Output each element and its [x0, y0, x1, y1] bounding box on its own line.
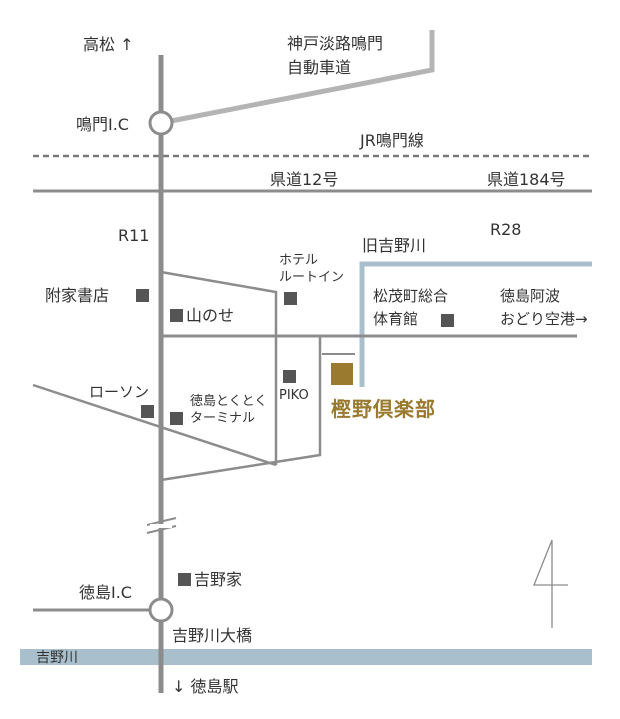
- tokutoku-terminal-marker: [170, 412, 183, 425]
- naruto-ic-marker: [148, 110, 174, 136]
- road-break-mark: [146, 517, 177, 526]
- jr-line-label: JR鳴門線: [360, 131, 424, 150]
- local-road-lower: [160, 336, 322, 482]
- route-11-label: R11: [118, 226, 150, 245]
- airport-label-line2: おどり空港→: [500, 310, 588, 328]
- piko-marker: [283, 370, 296, 383]
- lawson-marker: [141, 405, 154, 418]
- yoshino-river-label: 吉野川: [36, 650, 78, 666]
- airport-label-line1: 徳島阿波: [500, 287, 561, 305]
- matsushige-gym-label-line2: 体育館: [373, 310, 419, 328]
- diagonal-road: [32, 383, 277, 467]
- yoshino-river-bridge-label: 吉野川大橋: [172, 626, 253, 645]
- north-arrow-icon: [533, 539, 568, 628]
- naruto-ic-label: 鳴門I.C: [76, 115, 129, 134]
- piko-label: PIKO: [279, 388, 309, 403]
- yoshinoya-marker: [178, 573, 191, 586]
- tokushima-ic-marker: [148, 597, 174, 623]
- expressway-line: [160, 30, 435, 126]
- matsushige-gym-marker: [441, 314, 454, 327]
- tokutoku-terminal-label-line2: ターミナル: [190, 411, 256, 426]
- expressway-label-line1: 神戸淡路鳴門: [287, 34, 384, 53]
- pref-road-184-label: 県道184号: [487, 170, 566, 189]
- takamatsu-label: 高松 ↑: [83, 35, 134, 54]
- matsushige-gym-label-line1: 松茂町総合: [373, 287, 449, 305]
- hotel-route-inn-marker: [284, 292, 297, 305]
- old-yoshino-river: [359, 261, 592, 387]
- lawson-label: ローソン: [89, 383, 150, 401]
- tokutoku-terminal-label-line1: 徳島とくとく: [190, 394, 268, 409]
- route-28-label: R28: [490, 220, 522, 239]
- destination-label: 樫野倶楽部: [331, 397, 436, 421]
- fuke-bookstore-marker: [136, 289, 149, 302]
- tokushima-ic-label: 徳島I.C: [79, 583, 132, 602]
- yamanose-label: 山のせ: [186, 306, 235, 325]
- hotel-route-inn-label-line2: ルートイン: [279, 270, 345, 285]
- local-road-upper: [160, 270, 278, 465]
- yamanose-marker: [170, 309, 183, 322]
- tokushima-station-label: ↓ 徳島駅: [172, 677, 239, 696]
- old-yoshino-river-label: 旧吉野川: [362, 236, 427, 255]
- yoshino-river: [20, 649, 592, 665]
- pref-road-12-label: 県道12号: [270, 170, 339, 189]
- expressway-label-line2: 自動車道: [287, 58, 352, 77]
- destination-marker: [331, 363, 353, 385]
- hotel-route-inn-label-line1: ホテル: [279, 253, 319, 268]
- yoshinoya-label: 吉野家: [194, 570, 243, 589]
- fuke-bookstore-label: 附家書店: [45, 286, 110, 305]
